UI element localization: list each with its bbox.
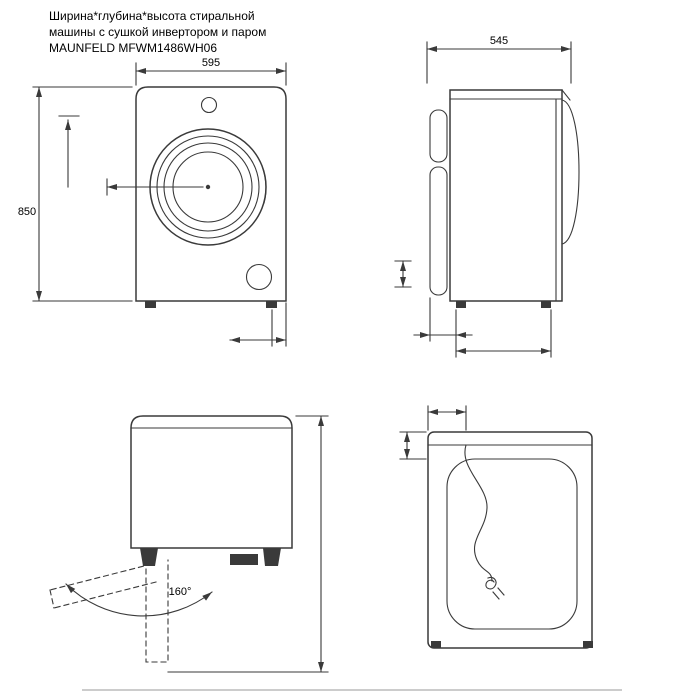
height-dimension-label: 850: [18, 206, 36, 218]
front-foot-offset-dimension: [229, 302, 287, 347]
front-body-outline: [135, 86, 287, 302]
closed-door-edge: [230, 554, 258, 565]
width-dimension-label: 595: [202, 57, 220, 69]
title-line-2: машины с сушкой инвертором и паром: [49, 25, 267, 39]
title-line-1: Ширина*глубина*высота стиральной: [49, 9, 255, 23]
depth-dimension-label: 545: [490, 35, 508, 47]
top-lid-outline: [446, 458, 578, 630]
front-left-foot: [145, 301, 156, 308]
title-line-3: MAUNFELD MFWM1486WH06: [49, 41, 218, 55]
open-height-dimension: [167, 415, 329, 673]
door-view-body-outline: [130, 415, 293, 549]
side-body-outline: [449, 89, 563, 302]
drain-filter: [245, 263, 273, 291]
cable-offset-horizontal-dimension: [427, 405, 467, 431]
side-right-foot: [541, 301, 551, 308]
top-view-left-rear-foot: [431, 641, 441, 648]
door-view-right-foot: [263, 548, 281, 566]
door-swing-arc: [65, 583, 213, 617]
top-view-outline: [427, 431, 593, 649]
door-center-point: [205, 184, 211, 190]
power-plug: [485, 577, 505, 600]
top-view-right-rear-foot: [583, 641, 593, 648]
front-right-foot: [266, 301, 277, 308]
side-view: 545: [394, 35, 580, 358]
side-left-foot: [456, 301, 466, 308]
door-handle: [262, 168, 267, 204]
front-view: 595 850: [18, 57, 287, 347]
power-cable: [464, 444, 493, 582]
door-view-left-foot: [140, 548, 158, 566]
door-position-vertical: [145, 559, 169, 663]
back-panel-upper: [429, 109, 448, 163]
width-dimension: 595: [135, 57, 287, 86]
back-panel-lower: [429, 166, 448, 296]
height-dimension: 850: [18, 86, 133, 302]
door-opening-view: 160°: [49, 415, 329, 673]
foot-spacing-dimension: [455, 309, 552, 358]
door-angle-label: 160°: [169, 586, 192, 598]
door-angle-dimension: 160°: [65, 583, 213, 617]
top-view: [399, 405, 593, 649]
open-door-positions: [49, 559, 169, 663]
back-foot-offset-dimension: [413, 297, 473, 358]
side-front-slant: [561, 89, 571, 101]
depth-dimension: 545: [426, 35, 572, 84]
detergent-knob: [200, 96, 218, 114]
door-center-pointers: [58, 115, 211, 196]
door-bulge: [561, 99, 580, 245]
cable-offset-vertical-dimension: [399, 431, 427, 460]
foot-height-dimension: [394, 260, 412, 288]
diagram-title: Ширина*глубина*высота стиральной машины …: [49, 8, 266, 56]
